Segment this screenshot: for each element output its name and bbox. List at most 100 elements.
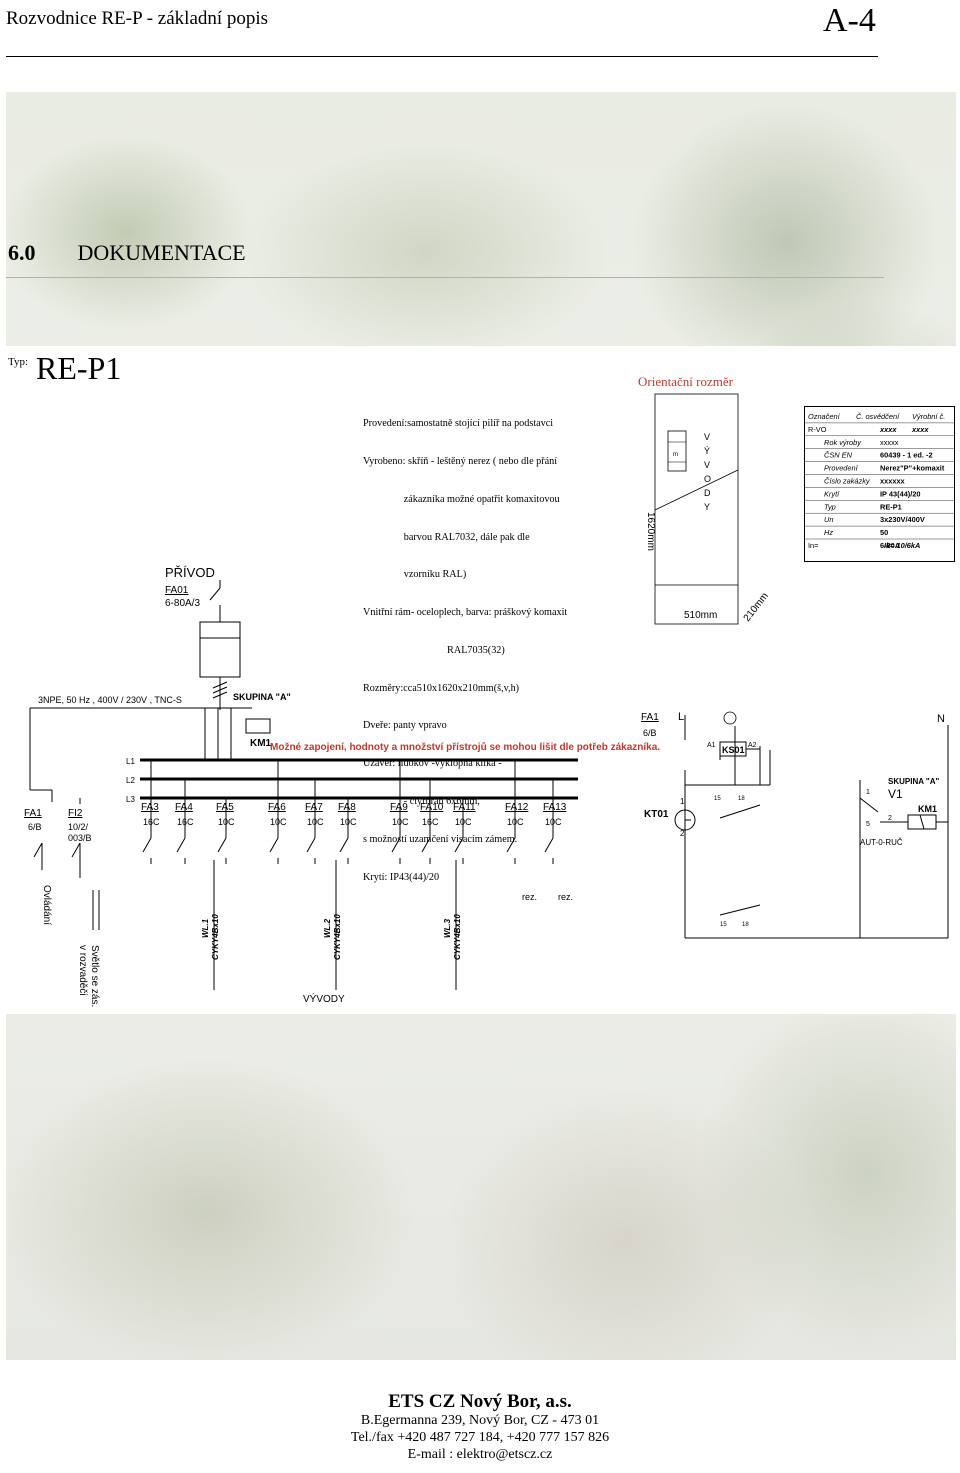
output-cable-type: CYKY4Bx10: [453, 914, 462, 960]
plate-cell: RE-P1: [880, 502, 902, 511]
ctrl-l-label: L: [678, 711, 684, 723]
ctrl-a2: A2: [748, 742, 757, 749]
plate-cell: Označení: [808, 412, 841, 421]
section-title: DOKUMENTACE: [77, 240, 246, 265]
output-name: WL.2: [323, 918, 332, 938]
breaker-switch: [142, 837, 152, 853]
plate-cell: Provedení: [824, 464, 859, 473]
spec-block: Provedení:samostatně stojící pilíř na po…: [363, 393, 567, 897]
vyvody-letter: Y: [704, 502, 710, 512]
ctrl-group-label: SKUPINA "A": [888, 777, 940, 786]
v1-label: V1: [888, 787, 903, 801]
breaker-rating: 10C: [307, 817, 324, 827]
fi2-rating-2: 003/B: [68, 833, 92, 843]
ks01-label: KS01: [722, 745, 745, 755]
breaker-rating: 10C: [545, 817, 562, 827]
plate-cell: In=: [808, 541, 818, 550]
plate-cell: Nerez"P"+komaxit: [880, 464, 945, 473]
footer: ETS CZ Nový Bor, a.s. B.Egermanna 239, N…: [0, 1391, 960, 1463]
fa01-label: FA01: [165, 585, 189, 596]
breaker-switch: [544, 837, 554, 853]
spec-line: Vnitřní rám- ocelоplech, barva: práškový…: [363, 607, 568, 619]
fi2-rating: 10/2/: [68, 822, 89, 832]
breaker-label: FA11: [453, 802, 476, 813]
spec-line: zákazníka možné opatřit komaxitovou: [363, 493, 560, 505]
plate-cell: Krytí: [824, 489, 840, 498]
v1-term-5: 5: [866, 821, 870, 828]
plate-cell: 50: [880, 528, 888, 537]
ctrl-term-1: 1: [680, 797, 685, 806]
breaker-rating: 16C: [177, 817, 194, 827]
spec-line: barvou RAL7032, dále pak dle: [363, 531, 530, 543]
phase-l3: L3: [126, 795, 135, 804]
meter-symbol: [199, 621, 241, 678]
phase-l2: L2: [126, 776, 135, 785]
group-a-label: SKUPINA "A": [233, 692, 291, 702]
ctrl-fa1-label: FA1: [641, 712, 659, 723]
fi2-label: FI2: [68, 808, 83, 819]
reserve-label: rez.: [558, 892, 573, 902]
privod-label: PŘÍVOD: [165, 565, 215, 580]
plate-cell: Výrobní č.: [912, 412, 945, 421]
breaker-label: FA3: [141, 802, 159, 813]
reserve-label: rez.: [522, 892, 537, 902]
svetlo-label-2: v rozvaděči: [77, 945, 88, 996]
breaker-label: FA5: [216, 802, 234, 813]
plate-cell: 60439 - 1 ed. -2: [880, 451, 933, 460]
breaker-rating: 10C: [270, 817, 287, 827]
kt01-label: KT01: [644, 809, 669, 820]
footer-company: ETS CZ Nový Bor, a.s.: [388, 1391, 572, 1412]
vyvody-letter: V: [704, 432, 710, 442]
ovladani-label: Ovládání: [41, 885, 52, 925]
breaker-label: FA6: [268, 802, 286, 813]
plate-cell: 3x230V/400V: [880, 515, 925, 524]
vyvody-label: VÝVODY: [303, 992, 345, 1005]
plate-cell: xxxx: [879, 425, 897, 434]
plate-cell: 6-80A: [880, 541, 901, 550]
section-number: 6.0: [8, 240, 36, 265]
breaker-switch: [306, 837, 316, 853]
breaker-label: FA4: [175, 802, 193, 813]
breaker-switch: [454, 837, 464, 853]
breaker-label: FA12: [505, 802, 529, 813]
header-rule: [6, 56, 878, 57]
plate-cell: IP 43(44)/20: [880, 489, 921, 498]
fa1-left-label: FA1: [24, 808, 42, 819]
spec-line: Uzávěr: lidokov -výklopná klika -: [363, 758, 502, 770]
plate-cell: Un: [824, 515, 833, 524]
plate-cell: Typ: [824, 502, 836, 511]
width-dim: 510mm: [684, 610, 717, 621]
ctrl-km1-label: KM1: [918, 804, 937, 814]
km1-label: KM1: [250, 738, 272, 749]
type-label: Typ:: [8, 356, 29, 368]
footer-phone: Tel./fax +420 487 727 184, +420 777 157 …: [350, 1430, 610, 1445]
output-name: WL.3: [443, 918, 452, 938]
height-dim: 1620mm: [645, 512, 656, 551]
plate-cell: ČSN EN: [824, 451, 853, 460]
breaker-rating: 10C: [455, 817, 472, 827]
output-cable-type: CYKY4Bx10: [211, 914, 220, 960]
wiring-schematic: PŘÍVOD FA01 6-80A/3 3NPE, 50 Hz , 400V /…: [24, 565, 949, 1007]
plate-cell: Č. osvědčení: [856, 412, 900, 421]
breaker-rating: 10C: [507, 817, 524, 827]
ctrl-fa1-rating: 6/B: [643, 728, 657, 738]
v1-term-1: 1: [866, 789, 870, 796]
svetlo-label: Světlo se zás.: [89, 945, 100, 1007]
page-header-title: Rozvodnice RE-P - základní popis: [6, 8, 269, 29]
note-label: Možné zapojení, hodnoty a množství příst…: [270, 741, 660, 753]
spec-line: Dveře: panty vpravo: [363, 720, 447, 732]
type-value: RE-P1: [36, 350, 122, 386]
dimension-drawing: m V Ý V O D Y 1620mm 510mm 210mm: [645, 393, 771, 625]
breaker-rating: 10C: [340, 817, 357, 827]
schematic-panel: [6, 346, 956, 1014]
plate-cell: R-VO: [808, 425, 827, 434]
breaker-switch: [421, 837, 431, 853]
breaker-rating: 10C: [392, 817, 409, 827]
breaker-switch: [217, 837, 227, 853]
output-name: WL.1: [201, 918, 210, 938]
breaker-label: FA13: [543, 802, 567, 813]
meter-box: [667, 430, 687, 472]
breaker-switch: [391, 837, 401, 853]
spec-line: Krytí: IP43(44)/20: [363, 871, 440, 883]
ctrl-n-label: N: [937, 713, 945, 725]
